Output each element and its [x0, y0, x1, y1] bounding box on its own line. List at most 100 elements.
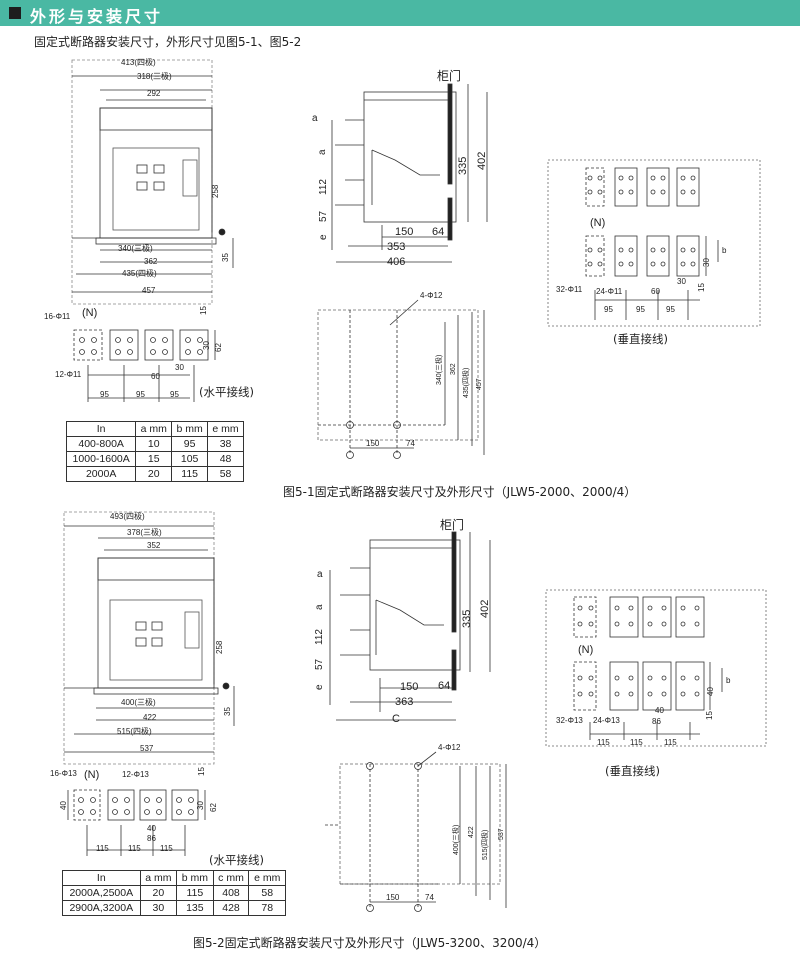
- subtitle: 固定式断路器安装尺寸，外形尺寸见图5-1、图5-2: [34, 35, 302, 49]
- fig1-dim-258: 258: [211, 184, 220, 198]
- fig2-th-a: a mm: [139, 870, 178, 886]
- fig1-side-view: [331, 83, 488, 263]
- fig2-dim-515: 515(四极): [117, 726, 152, 736]
- fig2-plan-4phi12: 4-Φ12: [438, 743, 461, 752]
- fig1-side-64: 64: [432, 226, 444, 238]
- fig2-side-57: 57: [314, 658, 325, 670]
- fig2-vert-115b: 115: [630, 738, 643, 747]
- fig1-side-402: 402: [476, 152, 488, 170]
- fig2-vert-32phi13: 32-Φ13: [556, 716, 583, 725]
- fig2-vert-15: 15: [705, 711, 714, 720]
- fig1-side-57: 57: [318, 210, 329, 222]
- fig2-plan-400: 400(三极): [451, 825, 460, 855]
- fig2-label-12phi13: 12-Φ13: [122, 770, 149, 779]
- fig1-side-150: 150: [395, 226, 413, 238]
- table-cell: 428: [212, 900, 250, 916]
- fig2-th-in: In: [62, 870, 141, 886]
- fig1-front-view: [71, 59, 234, 305]
- fig2-plan-150: 150: [386, 893, 400, 902]
- fig1-plan-340: 340(三极): [434, 355, 443, 385]
- fig1-side-e: e: [318, 234, 329, 240]
- fig1-plan-150: 150: [366, 439, 380, 448]
- table-cell: 78: [248, 900, 286, 916]
- fig2-caption: 图5-2固定式断路器安装尺寸及外形尺寸（JLW5-3200、3200/4）: [193, 936, 547, 950]
- table-row: 2000A 20 115 58: [65, 466, 244, 482]
- fig1-th-a: a mm: [135, 421, 173, 437]
- fig2-label-door: 柜门: [440, 517, 464, 532]
- fig1-vertical-wiring-label: (垂直接线): [613, 332, 668, 346]
- fig1-vertical-box: [547, 159, 761, 327]
- fig1-label-n: (N): [82, 307, 97, 319]
- fig2-side-e: e: [314, 684, 325, 690]
- table-cell: 10: [135, 436, 173, 452]
- fig2-label-16phi13: 16-Φ13: [50, 769, 77, 778]
- fig1-plan-74: 74: [406, 439, 415, 448]
- fig1-side-353: 353: [387, 241, 405, 253]
- fig2-terminals: [67, 789, 206, 856]
- fig1-label-door: 柜门: [437, 68, 461, 83]
- fig2-horizontal-wiring-label: (水平接线): [209, 853, 264, 867]
- fig1-bt-62: 62: [214, 343, 223, 352]
- fig2-bt-86: 86: [147, 834, 156, 843]
- table-cell: 2000A: [65, 466, 137, 482]
- fig1-th-e: e mm: [207, 421, 244, 437]
- fig2-vert-40: 40: [706, 687, 715, 696]
- fig1-vert-95a: 95: [604, 305, 613, 314]
- table-cell: 38: [207, 436, 244, 452]
- fig1-dim-35: 35: [221, 253, 230, 262]
- fig2-dim-422: 422: [143, 713, 157, 722]
- table-cell: 58: [248, 885, 286, 901]
- table-cell: 15: [135, 451, 173, 467]
- fig1-dim-457: 457: [142, 286, 156, 295]
- fig1-dim-413: 413(四极): [121, 57, 156, 67]
- table-cell: 115: [171, 466, 209, 482]
- fig1-side-a1: a: [312, 113, 318, 124]
- table-cell: 95: [171, 436, 209, 452]
- table-cell: 48: [207, 451, 244, 467]
- fig1-vert-n: (N): [590, 217, 605, 229]
- fig2-side-150: 150: [400, 681, 418, 693]
- table-cell: 105: [171, 451, 209, 467]
- fig2-plan-422: 422: [468, 826, 475, 838]
- table-row: 1000-1600A 15 105 48: [65, 451, 244, 467]
- fig2-bt-115c: 115: [160, 844, 173, 853]
- fig1-label-12phi11: 12-Φ11: [55, 370, 82, 379]
- fig1-bt-30a: 30: [202, 341, 211, 350]
- fig1-plan-362: 362: [450, 363, 457, 375]
- fig1-vert-15: 15: [697, 283, 706, 292]
- table-cell: 135: [176, 900, 214, 916]
- fig2-bt-115a: 115: [96, 844, 109, 853]
- table-cell: 1000-1600A: [65, 451, 137, 467]
- fig1-terminals: [73, 329, 216, 402]
- fig2-side-112: 112: [314, 629, 325, 645]
- fig2-dim-537: 537: [140, 744, 154, 753]
- fig2-bt-40b: 40: [147, 824, 156, 833]
- fig1-bt-60: 60: [151, 372, 160, 381]
- table-cell: 400-800A: [65, 436, 137, 452]
- fig2-side-402: 402: [479, 600, 491, 618]
- fig2-plan-515: 515(四极): [480, 830, 489, 860]
- fig1-bt-95b: 95: [136, 390, 145, 399]
- fig2-side-363: 363: [395, 696, 413, 708]
- table-cell: 115: [176, 885, 214, 901]
- fig1-vert-b: b: [722, 246, 727, 255]
- fig2-bt-62: 62: [209, 803, 218, 812]
- fig1-vert-24phi11: 24-Φ11: [596, 287, 623, 296]
- fig2-bt-40a: 40: [59, 801, 68, 810]
- section-header: 外形与安装尺寸: [0, 0, 800, 26]
- fig2-vert-b: b: [726, 676, 731, 685]
- table-cell: 2900A,3200A: [62, 900, 141, 916]
- fig1-bt-15: 15: [199, 306, 208, 315]
- fig2-dim-258: 258: [215, 640, 224, 654]
- fig1-vert-95c: 95: [666, 305, 675, 314]
- section-title: 外形与安装尺寸: [30, 7, 164, 26]
- table-cell: 20: [135, 466, 173, 482]
- fig1-horizontal-wiring-label: (水平接线): [199, 385, 254, 399]
- table-cell: 20: [139, 885, 178, 901]
- fig1-vert-30b: 30: [677, 277, 686, 286]
- fig1-vert-30: 30: [702, 258, 711, 267]
- fig1-side-112: 112: [318, 179, 329, 195]
- fig1-plan-view: [317, 299, 485, 459]
- fig2-vert-40b: 40: [655, 706, 664, 715]
